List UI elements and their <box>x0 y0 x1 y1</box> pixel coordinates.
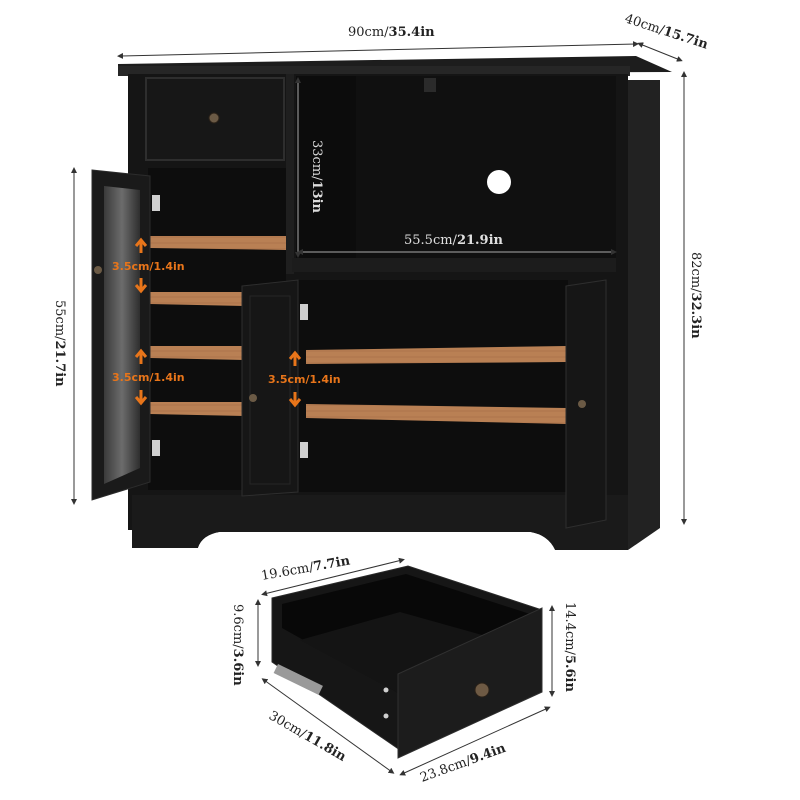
drawer-depth-label: 30cm/11.8in <box>266 708 349 765</box>
glass-door-knob[interactable] <box>94 266 102 274</box>
open-shelf-width-label: 55.5cm/21.9in <box>404 233 504 248</box>
cabinet-side-panel <box>628 80 660 550</box>
depth-label: 40cm/15.7in <box>623 12 711 53</box>
cabinet-top-edge <box>118 66 630 76</box>
width-dimension-line <box>117 41 639 59</box>
left-shelf-3 <box>150 346 244 360</box>
right-shelf-2 <box>306 404 566 424</box>
drawer-inner-width-line <box>261 557 405 597</box>
hinge-icon <box>300 304 308 320</box>
cable-hole <box>487 170 511 194</box>
width-label: 90cm/35.4in <box>348 25 435 40</box>
svg-text:3.5cm/1.4in: 3.5cm/1.4in <box>268 373 341 386</box>
outlet-notch <box>424 78 436 92</box>
screw-icon <box>383 687 389 693</box>
drawer-depth-line <box>261 678 395 774</box>
open-shelf-back <box>356 76 616 258</box>
vertical-divider <box>286 74 294 274</box>
right-shelf-1 <box>306 346 566 364</box>
drawer-knob[interactable] <box>208 112 220 124</box>
shelf-spacing-left-upper: 3.5cm/1.4in <box>112 237 185 294</box>
middle-door[interactable] <box>241 279 299 497</box>
left-glass-door[interactable] <box>91 169 151 501</box>
drawer-front-height-label: 14.4cm/5.6in <box>562 602 577 692</box>
svg-text:3.5cm/1.4in: 3.5cm/1.4in <box>112 371 185 384</box>
shelf-spacing-left-lower: 3.5cm/1.4in <box>112 348 185 406</box>
hinge-icon <box>300 442 308 458</box>
left-shelf-4 <box>150 402 244 416</box>
drawer-detail-knob[interactable] <box>474 682 490 698</box>
left-shelf-2 <box>150 292 244 306</box>
hinge-icon <box>152 440 160 456</box>
cabinet-base-cutout <box>198 532 555 550</box>
right-door-knob[interactable] <box>578 400 586 408</box>
right-door[interactable] <box>565 279 607 529</box>
open-shelf-height-label: 33cm/13in <box>309 140 324 214</box>
svg-text:3.5cm/1.4in: 3.5cm/1.4in <box>112 260 185 273</box>
middle-shelf-board <box>292 258 616 272</box>
hinge-icon <box>152 195 160 211</box>
cabinet <box>91 56 672 550</box>
drawer-inner-width-label: 19.6cm/7.7in <box>260 553 352 583</box>
cabinet-base <box>132 495 628 550</box>
drawer-front-width-label: 23.8cm/9.4in <box>418 741 508 786</box>
middle-door-knob[interactable] <box>249 394 257 402</box>
left-shelf-1 <box>150 236 286 250</box>
drawer-front-width-line <box>399 706 551 776</box>
lower-right-interior <box>298 280 568 492</box>
shelf-spacing-right: 3.5cm/1.4in <box>268 350 341 408</box>
screw-icon <box>383 713 389 719</box>
height-label: 82cm/32.3in <box>688 252 703 339</box>
depth-dimension-line <box>637 42 683 62</box>
drawer-inner-height-label: 9.6cm/3.6in <box>230 604 245 686</box>
drawer-inner-floor <box>300 612 500 694</box>
side-height-label: 55cm/21.7in <box>52 300 67 387</box>
